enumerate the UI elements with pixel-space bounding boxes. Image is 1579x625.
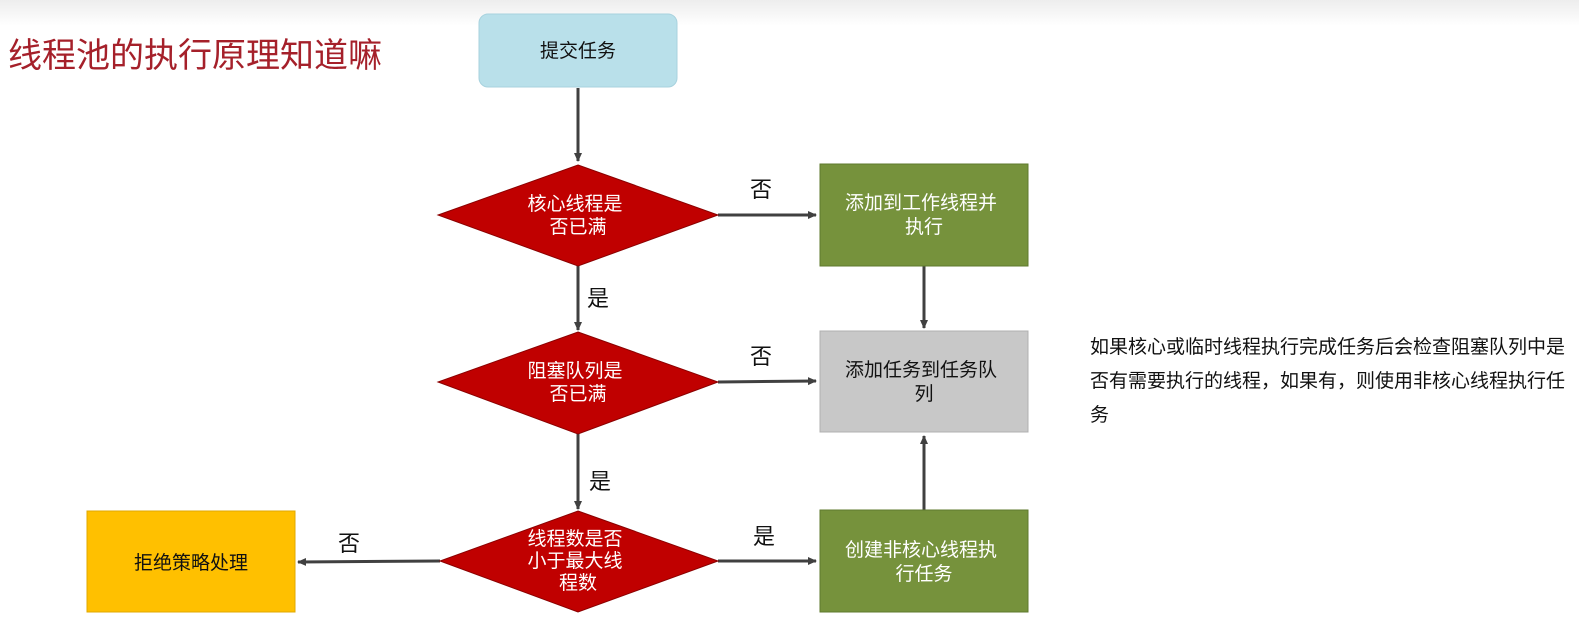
decision-queue-full bbox=[436, 331, 720, 435]
edge-label-max-no: 否 bbox=[338, 532, 360, 557]
node-submit-task-label: 提交任务 bbox=[540, 40, 616, 62]
edge-label-queue-no: 否 bbox=[750, 345, 772, 370]
decision-core-full-label: 核心线程是 否已满 bbox=[527, 193, 628, 238]
decision-max-threads bbox=[438, 510, 720, 613]
edge-max-to-reject bbox=[297, 557, 441, 566]
top-bar bbox=[0, 0, 1579, 26]
node-add-to-queue bbox=[819, 330, 1029, 433]
node-add-to-queue-label: 添加任务到任务队 列 bbox=[845, 359, 1003, 405]
node-reject bbox=[86, 510, 296, 613]
edge-label-max-yes: 是 bbox=[753, 525, 775, 550]
node-submit-task bbox=[478, 13, 678, 88]
node-add-worker-label: 添加到工作线程并 执行 bbox=[845, 192, 1003, 238]
edge-label-core-yes: 是 bbox=[587, 287, 609, 312]
decision-core-full bbox=[436, 164, 720, 267]
decision-queue-full-label: 阻塞队列是 否已满 bbox=[527, 360, 628, 405]
page-title: 线程池的执行原理知道嘛 bbox=[8, 36, 382, 76]
edge-label-queue-yes: 是 bbox=[589, 470, 611, 495]
edge-queuecheck-to-queue bbox=[717, 377, 817, 386]
explanation-note: 如果核心或临时线程执行完成任务后会检查阻塞队列中是否有需要执行的线程，如果有，则… bbox=[1090, 336, 1566, 426]
node-reject-label: 拒绝策略处理 bbox=[134, 552, 248, 574]
node-create-noncore-label: 创建非核心线程执 行任务 bbox=[845, 539, 1003, 585]
node-create-noncore bbox=[819, 509, 1029, 613]
edge-label-core-no: 否 bbox=[750, 178, 772, 203]
node-add-worker bbox=[819, 163, 1029, 267]
decision-max-threads-label: 线程数是否 小于最大线 程数 bbox=[527, 528, 628, 594]
